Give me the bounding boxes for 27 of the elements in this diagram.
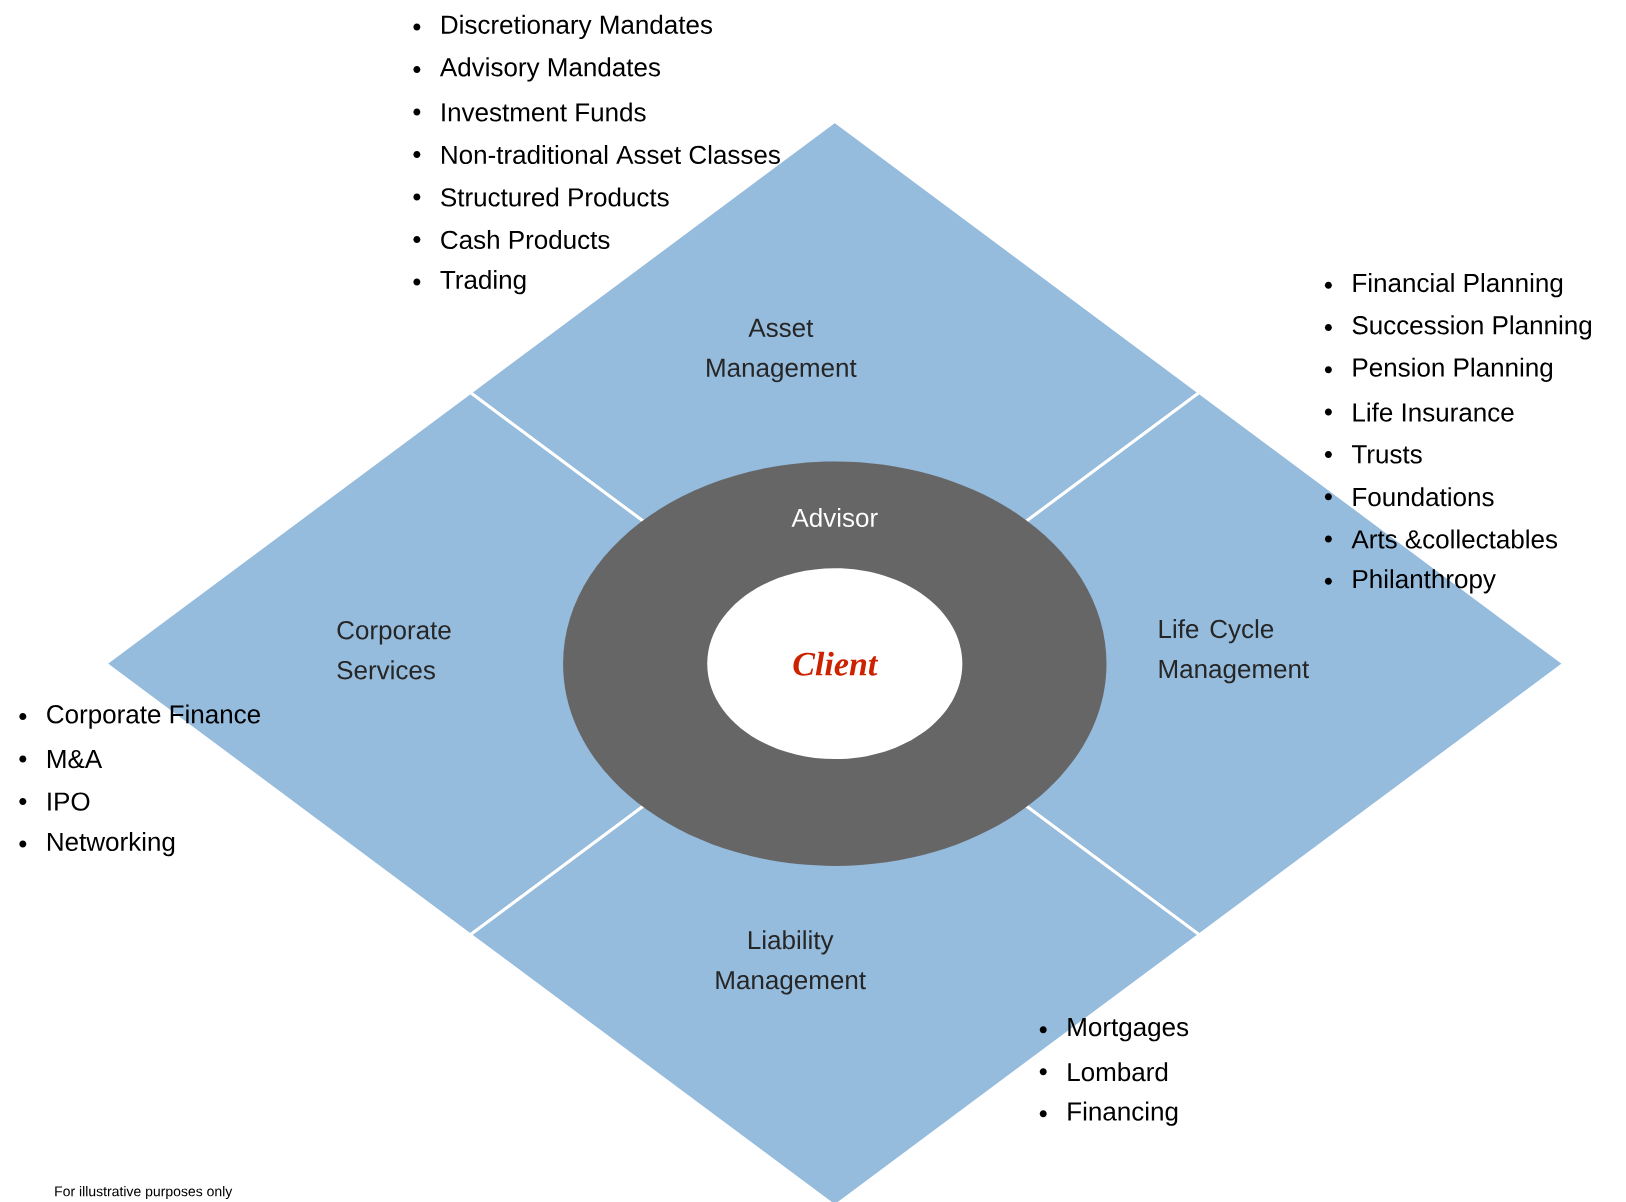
quadrant-label: Corporate Services xyxy=(337,621,451,680)
bullet-item: Lombard xyxy=(1039,1062,1168,1082)
bullet-item: Pension Planning xyxy=(1324,357,1553,382)
bullet-item: M&A xyxy=(19,749,103,769)
bullet-item: Foundations xyxy=(1324,487,1494,507)
quadrant-label: Life Cycle Management xyxy=(1159,619,1310,684)
bullet-item: Financial Planning xyxy=(1324,273,1563,298)
footnote: For illustrative purposes only xyxy=(55,1186,233,1200)
bullet-item: Financing xyxy=(1039,1101,1178,1126)
bullet-item: Trusts xyxy=(1324,445,1422,464)
bullet-item: Life Insurance xyxy=(1324,402,1514,422)
bullet-item: Non-traditional Asset Classes xyxy=(413,144,780,165)
bullet-item: Discretionary Mandates xyxy=(413,14,712,40)
bullet-item: Networking xyxy=(19,832,175,857)
bullet-item: Arts &collectables xyxy=(1324,529,1558,549)
bullet-item: Mortgages xyxy=(1039,1018,1189,1042)
quadrant-label: Liability Management xyxy=(716,930,866,995)
bullet-item: Succession Planning xyxy=(1324,315,1592,340)
bullet-item: Corporate Finance xyxy=(19,704,260,729)
bullet-item: Trading xyxy=(413,269,526,295)
bullet-item: Investment Funds xyxy=(413,102,646,122)
bullet-item: Advisory Mandates xyxy=(413,57,660,82)
bullet-item: IPO xyxy=(19,792,90,811)
bullet-item: Structured Products xyxy=(413,187,669,207)
bullet-item: Philanthropy xyxy=(1324,569,1496,594)
quadrant-label: Asset Management xyxy=(707,318,857,383)
bullet-item: Cash Products xyxy=(413,230,610,250)
